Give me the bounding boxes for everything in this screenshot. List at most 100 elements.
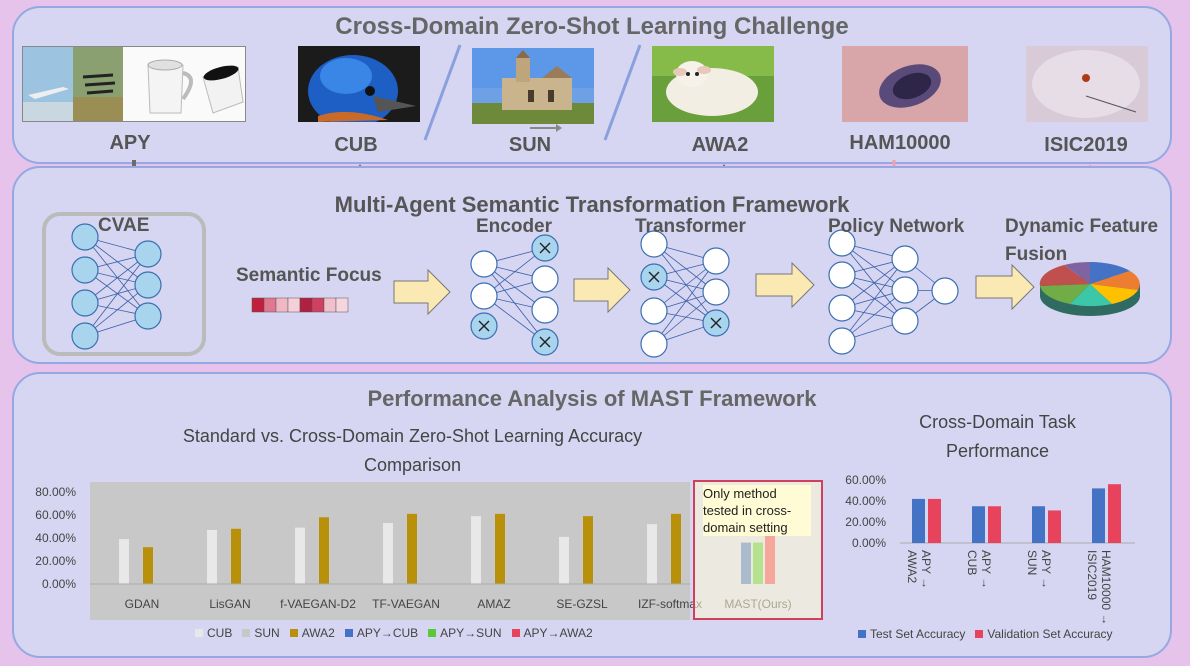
- main-chart-ytick: 60.00%: [35, 508, 76, 522]
- dataset-label-awa2: AWA2: [691, 134, 749, 156]
- cross-chart-category-label: APY →CUB: [965, 550, 993, 589]
- fusion-label-line1: Dynamic Feature: [1005, 216, 1159, 237]
- main-chart-ytick: 0.00%: [42, 577, 76, 591]
- cross-chart-ytick: 20.00%: [845, 515, 886, 529]
- dataset-label-cub: CUB: [334, 134, 378, 156]
- cross-chart-category-label: HAM10000 →ISIC2019: [1085, 550, 1113, 625]
- cross-chart-bar: [928, 498, 941, 543]
- legend-item: SUN: [242, 626, 280, 640]
- legend-item: APY→SUN: [428, 626, 502, 640]
- main-chart-bar: [319, 517, 329, 584]
- legend-item: Validation Set Accuracy: [975, 627, 1113, 641]
- main-chart-bar: [583, 516, 593, 584]
- legend-label: APY→SUN: [440, 626, 502, 640]
- challenge-title: Cross-Domain Zero-Shot Learning Challeng…: [335, 13, 849, 40]
- main-chart-bar: [131, 540, 141, 584]
- cross-chart-ytick: 40.00%: [845, 494, 886, 508]
- main-chart-bar: [207, 529, 217, 584]
- legend-item: APY→CUB: [344, 626, 419, 640]
- main-chart-bar: [307, 531, 317, 584]
- main-chart-category-label: LisGAN: [209, 597, 250, 611]
- main-chart-bar: [231, 528, 241, 584]
- legend-label: Validation Set Accuracy: [987, 627, 1113, 641]
- main-chart-category-label: AMAZ: [477, 597, 510, 611]
- main-chart-bar: [383, 523, 393, 584]
- legend-label: APY→AWA2: [523, 626, 593, 640]
- legend-swatch: [511, 629, 520, 637]
- main-chart-bar: [571, 536, 581, 584]
- main-chart-legend: CUB SUN AWA2 APY→CUB APY→SUN APY→AWA2: [195, 626, 593, 640]
- main-chart-ytick: 80.00%: [35, 485, 76, 499]
- mast-annotation-text: Only method tested in cross-domain setti…: [703, 485, 811, 536]
- main-chart-bar: [219, 534, 229, 584]
- legend-item: APY→AWA2: [511, 626, 593, 640]
- main-chart-bar: [471, 516, 481, 584]
- cub-image: [298, 46, 420, 122]
- legend-label: APY→CUB: [356, 626, 419, 640]
- main-chart-bar: [671, 513, 681, 584]
- legend-swatch: [344, 629, 353, 637]
- transformer-label: Transformer: [635, 216, 746, 237]
- legend-item: AWA2: [289, 626, 335, 640]
- dataset-label-ham10000: HAM10000: [849, 132, 951, 154]
- main-chart-bar: [143, 547, 153, 584]
- main-chart-title: Standard vs. Cross-Domain Zero-Shot Lear…: [182, 426, 643, 475]
- cross-chart-category-label: APY →SUN: [1025, 550, 1053, 589]
- main-chart-bar: [647, 524, 657, 584]
- legend-swatch: [242, 629, 251, 637]
- encoder-label: Encoder: [476, 216, 553, 237]
- legend-label: CUB: [207, 626, 233, 640]
- cross-chart-bar: [1108, 484, 1121, 543]
- semantic-focus-label: Semantic Focus: [236, 265, 382, 286]
- cvae-label: CVAE: [98, 215, 150, 236]
- cross-chart-bar: [972, 506, 985, 543]
- dataset-label-isic2019: ISIC2019: [1044, 134, 1128, 156]
- main-chart-bar: [407, 513, 417, 584]
- dataset-label-apy: APY: [109, 132, 151, 154]
- cross-chart-bar: [1092, 488, 1105, 543]
- main-chart-category-label: f-VAEGAN-D2: [280, 597, 356, 611]
- main-chart-ytick: 40.00%: [35, 531, 76, 545]
- apy-image: [22, 46, 246, 122]
- main-chart-bar: [495, 513, 505, 584]
- main-chart-category-label: SE-GZSL: [556, 597, 608, 611]
- main-chart-bar: [395, 531, 405, 584]
- main-bar-chart: 80.00% 60.00% 40.00% 20.00% 0.00% GDAN LisGAN f…: [35, 482, 792, 620]
- main-chart-category-label: GDAN: [125, 597, 160, 611]
- ham10000-image: [842, 46, 968, 122]
- legend-swatch: [195, 629, 203, 637]
- performance-title: Performance Analysis of MAST Framework: [367, 386, 817, 411]
- legend-swatch: [975, 630, 984, 638]
- cross-chart-bar: [1032, 506, 1045, 543]
- legend-label: AWA2: [301, 626, 335, 640]
- isic2019-image: [1026, 46, 1148, 122]
- main-chart-category-label: IZF-softmax: [638, 597, 702, 611]
- legend-item: CUB: [195, 626, 232, 640]
- legend-label: Test Set Accuracy: [870, 627, 966, 641]
- legend-swatch: [289, 629, 298, 637]
- legend-label: SUN: [254, 626, 280, 640]
- sun-image: [472, 48, 594, 124]
- main-chart-bar: [559, 536, 569, 584]
- cross-chart-bar: [988, 506, 1001, 543]
- fusion-label-line2: Fusion: [1005, 244, 1068, 265]
- main-chart-bar: [119, 539, 129, 584]
- policy-network-label: Policy Network: [828, 216, 965, 237]
- legend-swatch: [428, 629, 437, 637]
- framework-title: Multi-Agent Semantic Transformation Fram…: [334, 192, 850, 217]
- dataset-label-sun: SUN: [508, 134, 552, 156]
- cross-chart-ytick: 0.00%: [852, 536, 886, 550]
- cross-chart-ytick: 60.00%: [845, 473, 886, 487]
- awa2-image: [652, 46, 774, 122]
- main-chart-bar: [659, 524, 669, 584]
- legend-item: Test Set Accuracy: [858, 627, 965, 641]
- cross-chart-bar: [912, 498, 925, 543]
- cross-domain-chart-title: Cross-Domain Task Performance: [919, 412, 1076, 461]
- cross-domain-legend: Test Set Accuracy Validation Set Accuracy: [858, 627, 1113, 641]
- main-chart-bar: [295, 527, 305, 584]
- main-chart-bar: [483, 535, 493, 584]
- main-chart-ytick: 20.00%: [35, 554, 76, 568]
